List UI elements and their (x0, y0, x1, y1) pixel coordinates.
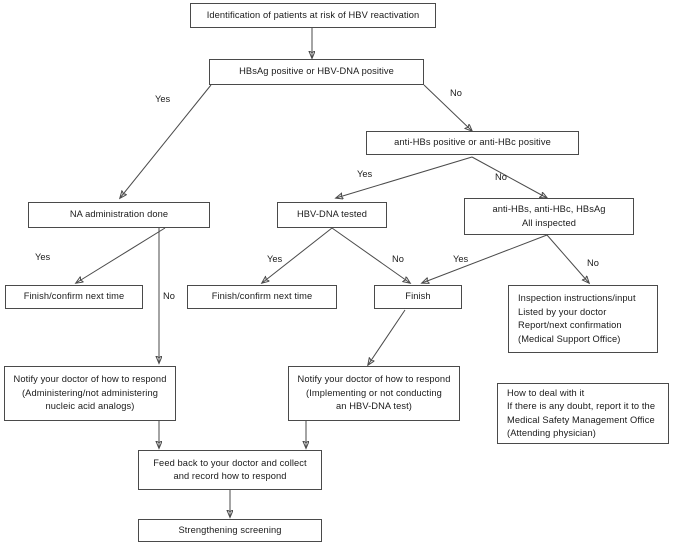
connector-n3-n6 (471, 156, 547, 198)
edge-label-yes-hbsag: Yes (155, 94, 171, 104)
node-inspection-instructions[interactable]: Inspection instructions/input Listed by … (508, 285, 658, 353)
connector-n2-n3 (423, 84, 472, 131)
connector-n4-n7 (76, 227, 166, 283)
edge-label-no-na: No (163, 291, 175, 301)
edge-label-no-hbsag: No (450, 88, 462, 98)
node-anti-hbs-positive[interactable]: anti-HBs positive or anti-HBc positive (366, 131, 579, 155)
edge-label-yes-antihbs: Yes (357, 169, 373, 179)
node-strengthening-screening[interactable]: Strengthening screening (138, 519, 322, 542)
node-hbsag-positive[interactable]: HBsAg positive or HBV-DNA positive (209, 59, 424, 85)
edge-label-yes-inspected: Yes (453, 254, 469, 264)
node-finish-confirm-left[interactable]: Finish/confirm next time (5, 285, 143, 309)
node-na-administration[interactable]: NA administration done (28, 202, 210, 228)
connector-n9-n12 (368, 309, 406, 365)
node-notify-doctor-na[interactable]: Notify your doctor of how to respond (Ad… (4, 366, 176, 421)
connector-n6-n10 (546, 234, 589, 283)
edge-label-yes-na: Yes (35, 252, 51, 262)
node-identification[interactable]: Identification of patients at risk of HB… (190, 3, 436, 28)
edge-label-no-dna: No (392, 254, 404, 264)
node-all-inspected[interactable]: anti-HBs, anti-HBc, HBsAg All inspected (464, 198, 634, 235)
edge-label-no-inspected: No (587, 258, 599, 268)
node-how-to-deal[interactable]: How to deal with it If there is any doub… (497, 383, 669, 444)
node-finish[interactable]: Finish (374, 285, 462, 309)
edge-label-yes-dna: Yes (267, 254, 283, 264)
edge-label-no-antihbs: No (495, 172, 507, 182)
node-finish-confirm-middle[interactable]: Finish/confirm next time (187, 285, 337, 309)
node-feedback-record[interactable]: Feed back to your doctor and collect and… (138, 450, 322, 490)
connector-n6-n9 (422, 234, 548, 283)
node-hbv-dna-tested[interactable]: HBV-DNA tested (277, 202, 387, 228)
node-notify-doctor-dna[interactable]: Notify your doctor of how to respond (Im… (288, 366, 460, 421)
